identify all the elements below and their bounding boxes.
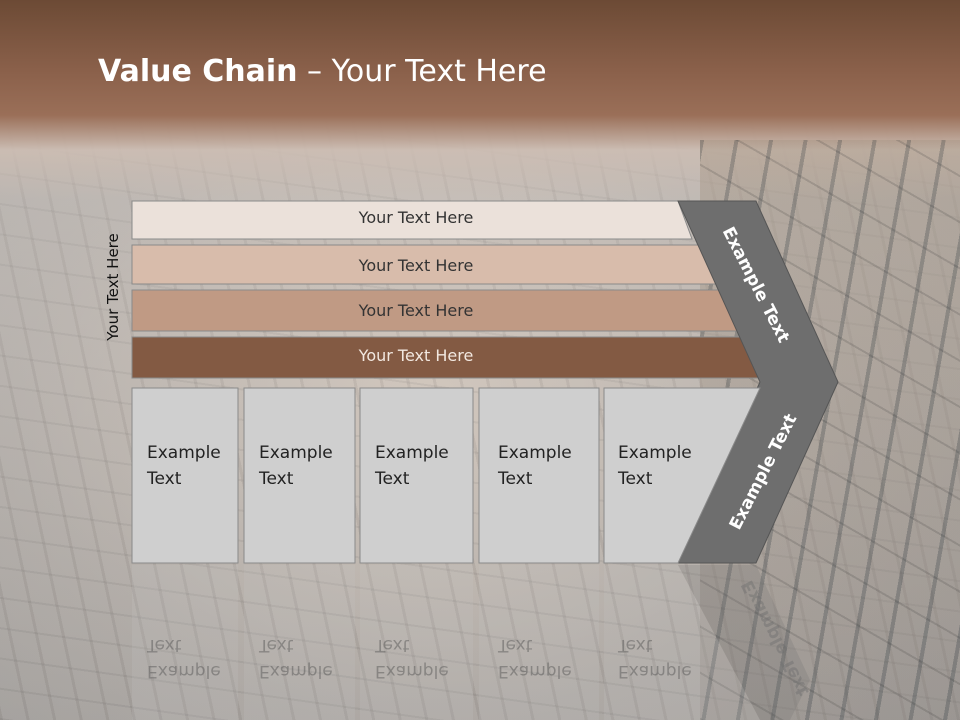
column-1-line1: Example xyxy=(147,443,221,463)
reflection-2 xyxy=(244,565,355,720)
column-5-line1: Example xyxy=(618,443,692,463)
bar-label-1: Your Text Here xyxy=(358,208,474,227)
reflection-chevron xyxy=(678,565,810,720)
column-label-5: Example Text xyxy=(618,440,718,492)
column-4-line2: Text xyxy=(498,469,533,489)
reflection-5 xyxy=(604,565,760,720)
page-title: Value Chain – Your Text Here xyxy=(98,54,547,89)
column-reflection-3-line2: Text xyxy=(375,635,410,655)
column-5-line2: Text xyxy=(618,469,653,489)
column-reflection-3-line1: Example xyxy=(375,661,449,681)
column-label-3: Example Text xyxy=(375,440,475,492)
reflection-4 xyxy=(479,565,599,720)
column-label-4: Example Text xyxy=(498,440,598,492)
primary-column-1 xyxy=(131,387,239,564)
column-reflection-2-line2: Text xyxy=(259,635,294,655)
column-reflection-1: Example Text xyxy=(147,632,247,684)
title-bold: Value Chain xyxy=(98,54,298,89)
primary-column-5 xyxy=(603,387,761,564)
column-reflection-2-line1: Example xyxy=(259,661,333,681)
bar-label-3: Your Text Here xyxy=(358,301,474,320)
column-reflection-2: Example Text xyxy=(259,632,359,684)
support-bar-1 xyxy=(131,200,693,240)
primary-column-4 xyxy=(478,387,600,564)
column-label-2: Example Text xyxy=(259,440,359,492)
bar-label-4: Your Text Here xyxy=(358,346,474,365)
column-4-line1: Example xyxy=(498,443,572,463)
column-2-line2: Text xyxy=(259,469,294,489)
column-reflection-5-line1: Example xyxy=(618,661,692,681)
primary-column-2 xyxy=(243,387,356,564)
column-2-line1: Example xyxy=(259,443,333,463)
column-3-line2: Text xyxy=(375,469,410,489)
column-reflection-3: Example Text xyxy=(375,632,475,684)
title-rest: – Your Text Here xyxy=(297,54,547,89)
bar-label-2: Your Text Here xyxy=(358,256,474,275)
reflection-1 xyxy=(132,565,238,720)
column-reflection-5: Example Text xyxy=(618,632,718,684)
column-label-1: Example Text xyxy=(147,440,247,492)
column-reflection-1-line1: Example xyxy=(147,661,221,681)
column-3-line1: Example xyxy=(375,443,449,463)
column-reflection-5-line2: Text xyxy=(618,635,653,655)
primary-column-3 xyxy=(359,387,474,564)
column-1-line2: Text xyxy=(147,469,182,489)
column-reflection-4-line1: Example xyxy=(498,661,572,681)
reflection-3 xyxy=(360,565,473,720)
column-reflection-1-line2: Text xyxy=(147,635,182,655)
column-reflection-4-line2: Text xyxy=(498,635,533,655)
column-reflection-4: Example Text xyxy=(498,632,598,684)
margin-chevron xyxy=(677,200,839,564)
